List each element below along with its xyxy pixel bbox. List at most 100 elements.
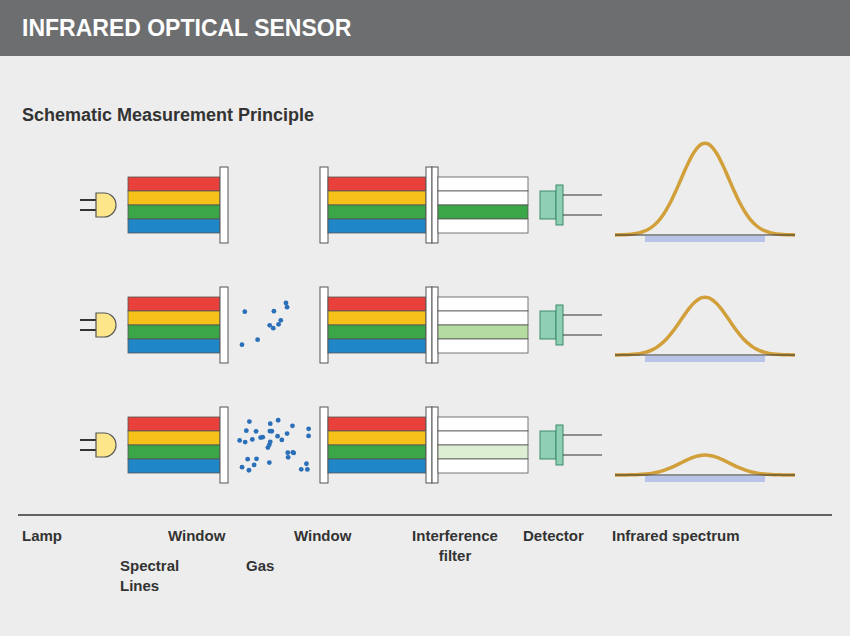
gas-molecule [285, 305, 290, 310]
measurement-row [80, 143, 795, 243]
gas-molecule [304, 461, 309, 466]
spectrum-band [645, 356, 765, 362]
spectral-line [328, 459, 426, 473]
spectral-line [128, 339, 220, 353]
spectrum-band [645, 476, 765, 482]
lamp-pin [80, 209, 96, 211]
filter-band [438, 431, 528, 445]
filter-band [438, 339, 528, 353]
interference-filter [432, 407, 438, 483]
filter-band [438, 191, 528, 205]
detector [540, 311, 556, 339]
gas-molecule [268, 421, 273, 426]
spectral-line [128, 311, 220, 325]
gas-molecule [267, 460, 272, 465]
gas-molecule [269, 429, 274, 434]
filter-band [438, 459, 528, 473]
subtitle: Schematic Measurement Principle [22, 104, 422, 127]
part-label: Spectral Lines [120, 556, 190, 596]
spectral-line [128, 205, 220, 219]
spectral-line [128, 191, 220, 205]
window [320, 407, 328, 483]
title-bar [0, 0, 850, 56]
filter-band [438, 219, 528, 233]
gas-molecule [267, 323, 272, 328]
filter-band [438, 325, 528, 339]
detector-lead [563, 314, 602, 315]
spectral-line [128, 219, 220, 233]
spectral-line [328, 297, 426, 311]
lamp-pin [80, 199, 96, 201]
gas-molecule [285, 431, 290, 436]
gas-molecule [306, 426, 311, 431]
lamp-pin [80, 439, 96, 441]
gas-molecule [243, 440, 248, 445]
part-label: Window [168, 526, 238, 546]
spectral-line [128, 459, 220, 473]
gas-molecule [275, 434, 280, 439]
measurement-row [80, 407, 795, 483]
filter-band [438, 177, 528, 191]
spectral-line [128, 417, 220, 431]
interference-filter [426, 407, 432, 483]
spectral-line [328, 417, 426, 431]
part-label: Interference filter [405, 526, 505, 566]
gas-molecule [291, 451, 296, 456]
gas-molecule [247, 419, 252, 424]
spectral-line [328, 311, 426, 325]
spectral-line [328, 219, 426, 233]
interference-filter [426, 287, 432, 363]
spectral-line [328, 191, 426, 205]
spectral-line [128, 431, 220, 445]
gas-molecule [306, 433, 311, 438]
window [320, 287, 328, 363]
gas-molecule [271, 309, 276, 314]
part-label: Window [294, 526, 364, 546]
lamp-pin [80, 319, 96, 321]
spectrum-curve [615, 143, 795, 235]
gas-molecule [240, 342, 245, 347]
gas-molecule [242, 309, 247, 314]
detector-lead [563, 334, 602, 335]
lamp-bulb [96, 313, 116, 337]
gas-molecule [268, 439, 273, 444]
lamp-bulb [96, 433, 116, 457]
lamp-pin [80, 449, 96, 451]
gas-molecule [254, 429, 259, 434]
gas-molecule [252, 463, 257, 468]
detector [540, 431, 556, 459]
filter-band [438, 311, 528, 325]
spectrum-curve [615, 455, 795, 475]
filter-band [438, 297, 528, 311]
spectral-line [128, 177, 220, 191]
gas-molecule [254, 456, 259, 461]
spectrum-band [645, 236, 765, 242]
spectrum-curve [615, 297, 795, 355]
gas-molecule [299, 467, 304, 472]
spectral-line [328, 431, 426, 445]
gas-molecule [247, 468, 252, 473]
gas-molecule [240, 465, 245, 470]
detector-lead [563, 434, 602, 435]
lamp-bulb [96, 193, 116, 217]
filter-band [438, 445, 528, 459]
title: INFRARED OPTICAL SENSOR [22, 14, 351, 42]
baseline [18, 514, 832, 516]
gas-molecule [250, 437, 255, 442]
window [220, 287, 228, 363]
gas-molecule [255, 337, 260, 342]
detector [556, 185, 563, 225]
part-label: Infrared spectrum [612, 526, 772, 546]
interference-filter [432, 167, 438, 243]
detector-lead [563, 454, 602, 455]
filter-band [438, 205, 528, 219]
spectral-line [328, 325, 426, 339]
measurement-row [80, 287, 795, 363]
detector-lead [563, 194, 602, 195]
gas-molecule [276, 418, 281, 423]
spectral-line [328, 339, 426, 353]
gas-molecule [279, 437, 284, 442]
window [220, 167, 228, 243]
gas-molecule [258, 435, 263, 440]
interference-filter [432, 287, 438, 363]
